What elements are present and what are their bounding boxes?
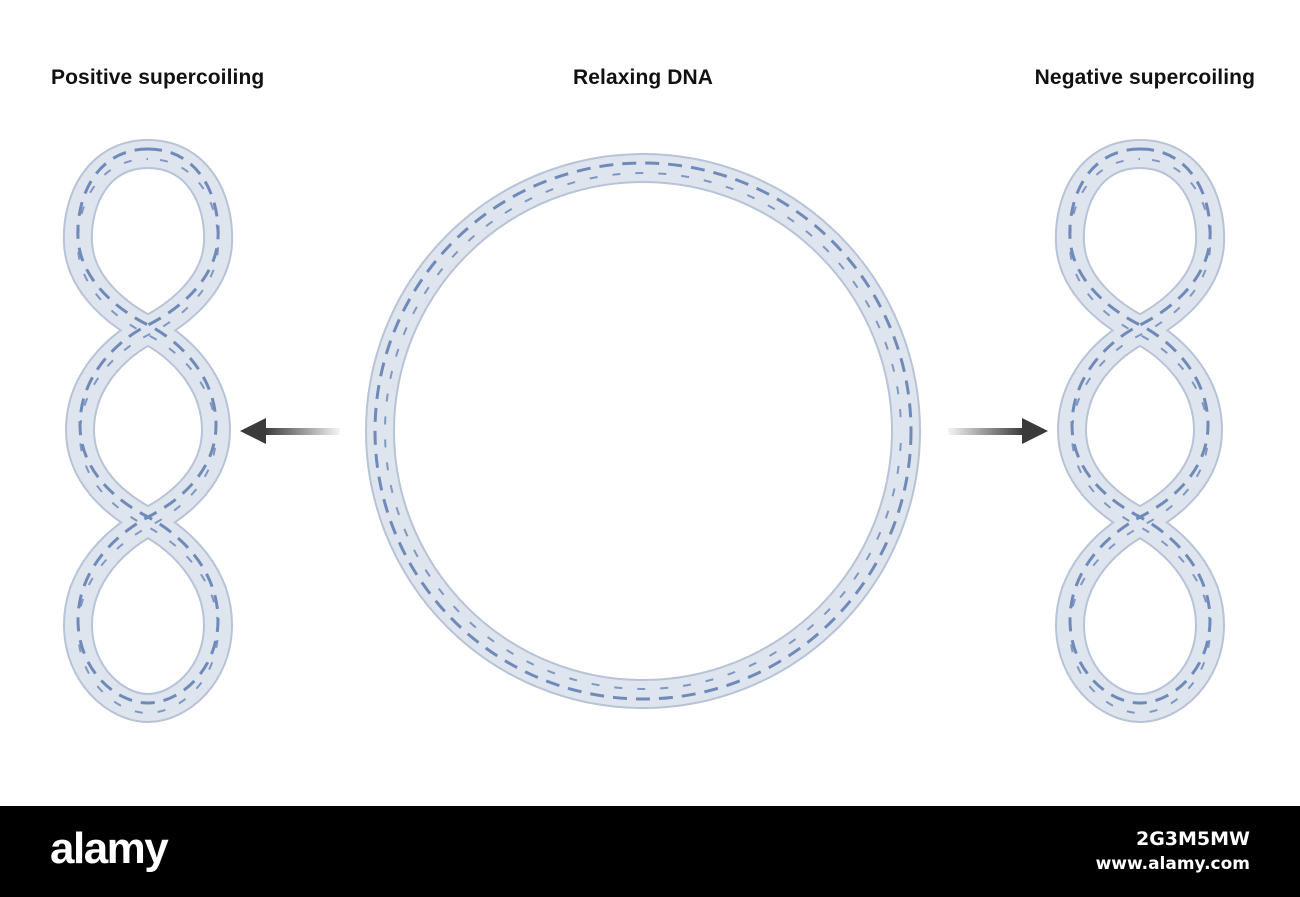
arrow-left [240, 418, 340, 444]
relaxed-circular-dna [365, 153, 921, 709]
relaxed-dna-helix-strand-b [384, 172, 902, 690]
relaxing-dna-label: Relaxing DNA [572, 66, 714, 89]
negative-supercoil-helix-strand-a [1068, 147, 1212, 705]
brand-logo: alamy [50, 824, 169, 873]
negative-supercoiling-label: Negative supercoiling [1034, 66, 1255, 89]
dna-supercoiling-diagram [62, 139, 1226, 723]
positive-supercoil-helix-strand-b [76, 157, 220, 715]
relaxed-dna-helix-strand-a [373, 161, 913, 701]
negative-supercoil-dna [1054, 139, 1226, 723]
footer-bar: alamy 2G3M5MW www.alamy.com [0, 806, 1300, 897]
arrow-right-shaft [948, 428, 1026, 435]
positive-supercoiling-label: Positive supercoiling [51, 66, 265, 89]
arrow-left-shaft [262, 428, 340, 435]
arrow-right [948, 418, 1048, 444]
relaxed-dna-tube [367, 155, 919, 707]
positive-supercoil-dna [62, 139, 234, 723]
arrow-right-head [1022, 418, 1048, 444]
positive-supercoil-tube [64, 141, 232, 721]
image-code: 2G3M5MW [1135, 828, 1250, 850]
positive-supercoil-tube-edge [62, 139, 234, 723]
site-url: www.alamy.com [1095, 854, 1250, 874]
positive-supercoil-helix-strand-a [76, 147, 220, 705]
negative-supercoil-tube [1056, 141, 1224, 721]
arrow-left-head [240, 418, 266, 444]
negative-supercoil-helix-strand-b [1068, 157, 1212, 715]
negative-supercoil-tube-edge [1054, 139, 1226, 723]
